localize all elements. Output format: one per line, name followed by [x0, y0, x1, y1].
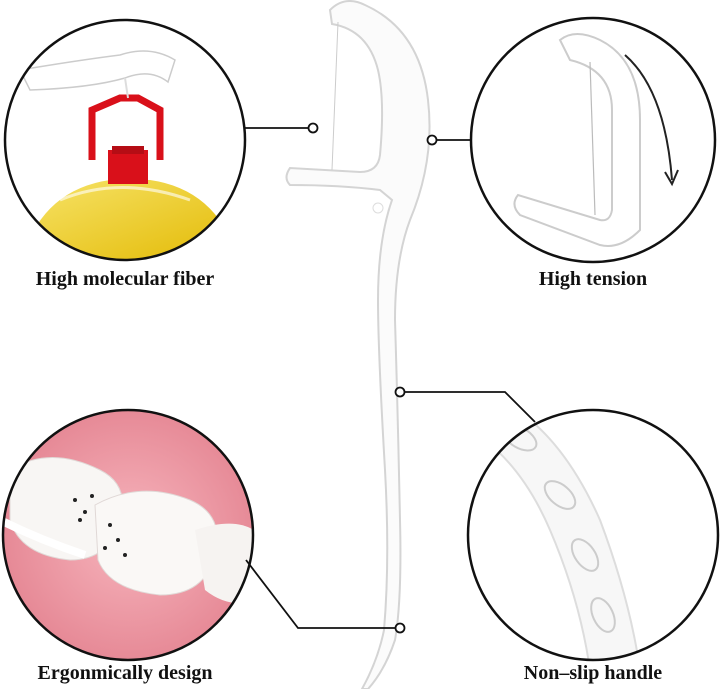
teeth-cleaning-illustration — [3, 410, 253, 660]
feature-circle-fiber — [3, 18, 247, 262]
floss-head-tension-illustration — [513, 33, 679, 247]
label-non-slip-handle: Non–slip handle — [523, 662, 663, 684]
label-high-tension: High tension — [538, 268, 648, 290]
feature-circle-ergonomic — [1, 408, 255, 662]
connector-lines — [245, 127, 536, 629]
label-ergonomic-design: Ergonmically design — [37, 662, 213, 684]
bottle-lift-illustration — [5, 20, 245, 260]
feature-circle-nonslip — [466, 408, 720, 662]
floss-pick-product — [285, 0, 431, 689]
handle-grip-closeup — [468, 410, 642, 660]
connector-dots — [307, 122, 438, 634]
label-high-molecular-fiber: High molecular fiber — [35, 268, 215, 290]
